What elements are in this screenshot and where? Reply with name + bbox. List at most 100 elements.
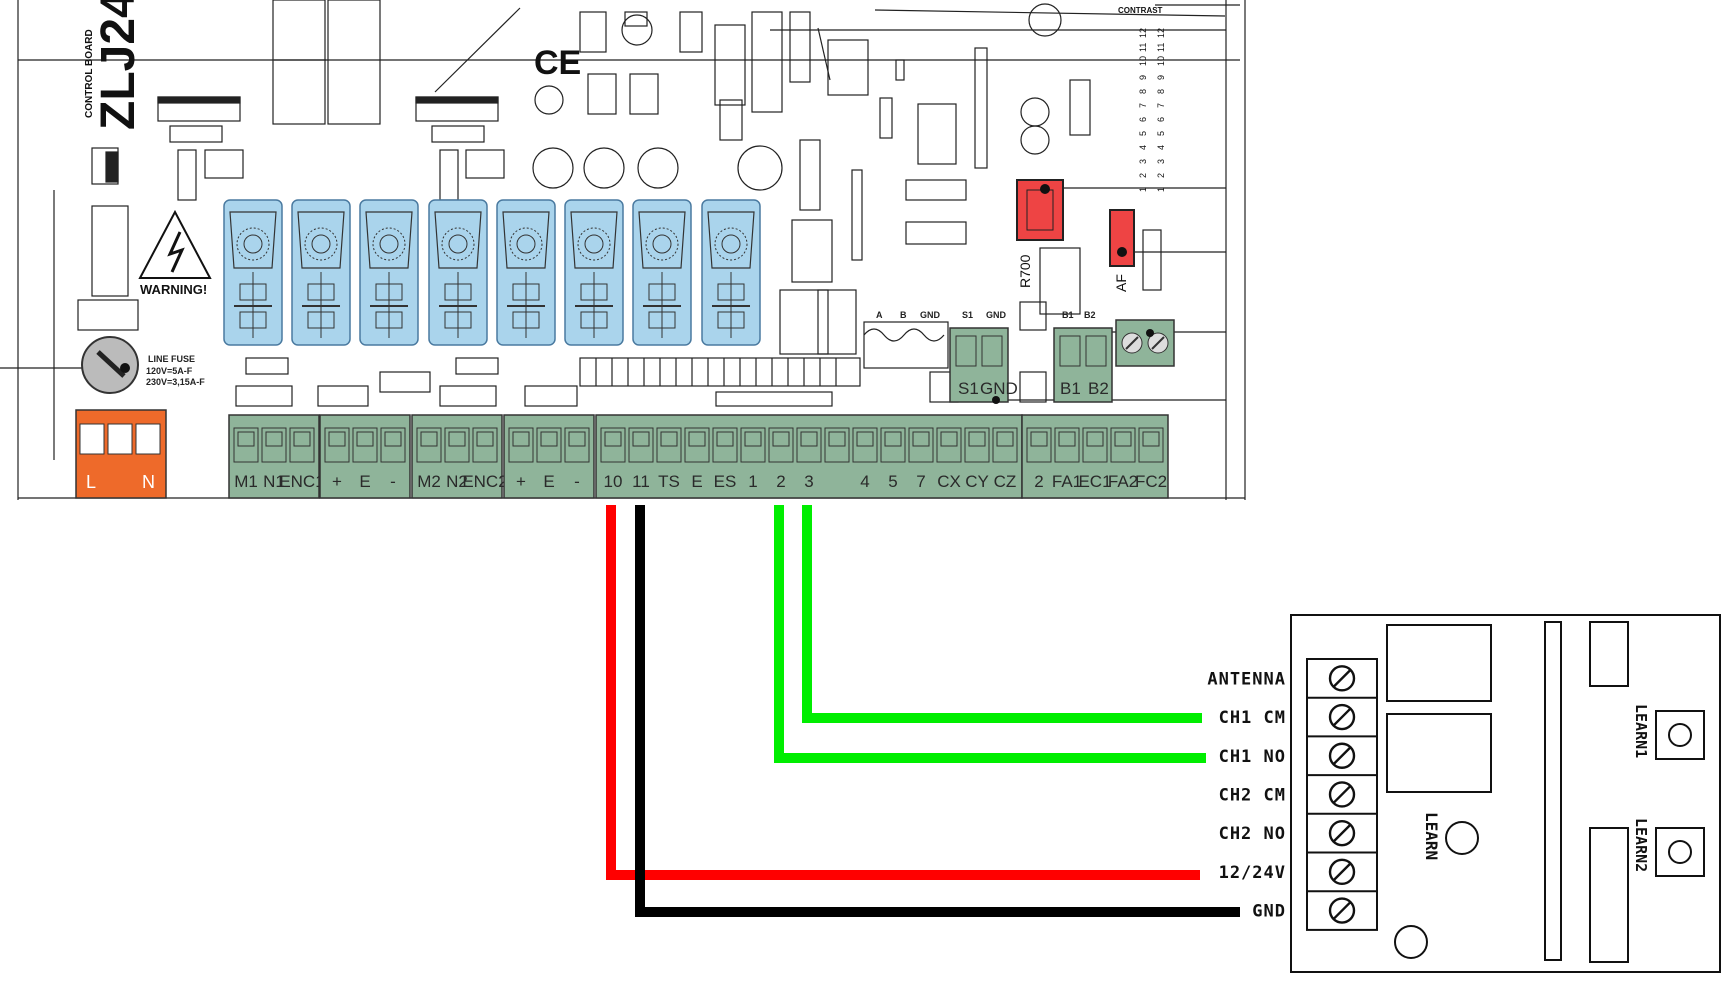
relay	[632, 199, 692, 346]
board-model: ZLJ24	[92, 0, 145, 130]
relay-bank	[223, 199, 761, 346]
contrast-label: CONTRAST	[1118, 6, 1163, 15]
label-b: B	[900, 310, 907, 320]
receiver-terminal-label: ANTENNA	[1207, 669, 1286, 689]
relay	[359, 199, 419, 346]
dip-number: 2	[1156, 173, 1166, 178]
dip-number: 3	[1138, 159, 1148, 164]
relay	[701, 199, 761, 346]
relay	[428, 199, 488, 346]
wire-green-ch1-cm	[802, 505, 1202, 723]
af-connector	[1109, 209, 1135, 267]
dip-number: 10	[1156, 56, 1166, 66]
terminal-label: 5	[888, 472, 897, 491]
dip-number: 8	[1138, 89, 1148, 94]
terminal-block: + E -	[503, 414, 595, 499]
learn2-button[interactable]	[1655, 827, 1705, 877]
terminal-label: M2	[417, 472, 441, 491]
ce-mark: CE	[534, 44, 581, 82]
dip-number: 2	[1138, 173, 1148, 178]
dip-number: 1	[1138, 187, 1148, 192]
relay	[291, 199, 351, 346]
relay	[564, 199, 624, 346]
dip-number: 8	[1156, 89, 1166, 94]
terminal-label: 1	[748, 472, 757, 491]
label-gnd: GND	[920, 310, 941, 320]
dip-number: 5	[1138, 131, 1148, 136]
warning-label: WARNING!	[140, 282, 207, 297]
terminal-b1: B1	[1060, 379, 1081, 398]
label-b1: B1	[1062, 310, 1074, 320]
terminal-label: CY	[965, 472, 989, 491]
terminal-label: +	[332, 472, 342, 491]
fuse-line2: 230V=3,15A-F	[146, 377, 205, 387]
dip-number: 1	[1156, 187, 1166, 192]
label-gnd2: GND	[986, 310, 1007, 320]
receiver-terminal-label: CH2 CM	[1219, 785, 1286, 805]
terminal-label: CZ	[994, 472, 1017, 491]
terminal-label: 4	[860, 472, 869, 491]
dip-number: 11	[1138, 43, 1148, 52]
terminal-label: +	[516, 472, 526, 491]
relay	[496, 199, 556, 346]
dip-number: 4	[1138, 145, 1148, 150]
terminal-label: 2	[776, 472, 785, 491]
power-terminal: L N	[75, 409, 167, 499]
control-board	[0, 0, 1246, 500]
relay	[223, 199, 283, 346]
r700-label: R700	[1017, 254, 1033, 288]
af-label: AF	[1113, 274, 1129, 292]
terminal-label: ES	[714, 472, 737, 491]
dip-number: 11	[1156, 43, 1166, 52]
terminal-label: FA2	[1108, 472, 1138, 491]
dip-number: 5	[1156, 131, 1166, 136]
terminal-l: L	[86, 472, 96, 492]
dip-number: 12	[1156, 28, 1166, 38]
terminal-label: ENC2	[462, 472, 507, 491]
fuse-icon	[81, 336, 139, 394]
b1-b2-terminal: B1 B2	[1053, 327, 1113, 403]
dip-number: 9	[1156, 75, 1166, 80]
terminal-gnd: GND	[980, 379, 1018, 398]
terminal-label: E	[543, 472, 554, 491]
dip-number: 6	[1138, 117, 1148, 122]
dip-number: 10	[1138, 56, 1148, 66]
dip-number: 3	[1156, 159, 1166, 164]
terminal-label: 11	[632, 472, 650, 491]
label-a: A	[876, 310, 883, 320]
receiver-terminal-label: CH2 NO	[1219, 824, 1286, 844]
terminal-block: +E-	[319, 414, 411, 499]
dip-number: 6	[1156, 117, 1166, 122]
learn-label: LEARN	[1422, 812, 1441, 860]
wire-red	[606, 505, 1200, 880]
terminal-label: -	[390, 472, 396, 491]
terminal-label: -	[574, 472, 580, 491]
terminal-label: 10	[604, 472, 623, 491]
warning-icon	[138, 209, 212, 279]
terminal-label: N1	[263, 472, 285, 491]
learn1-button[interactable]	[1655, 710, 1705, 760]
label-b2: B2	[1084, 310, 1096, 320]
terminal-n: N	[142, 472, 155, 492]
dip-number: 4	[1156, 145, 1166, 150]
receiver-terminal-label: CH1 NO	[1219, 747, 1286, 767]
terminal-label: 2	[1034, 472, 1043, 491]
fuse-title: LINE FUSE	[148, 354, 195, 364]
terminal-label: M1	[234, 472, 258, 491]
terminal-b2: B2	[1088, 379, 1109, 398]
dip-number: 7	[1156, 103, 1166, 108]
terminal-label: FA1	[1052, 472, 1082, 491]
dip-number: 9	[1138, 75, 1148, 80]
terminal-label: E	[691, 472, 702, 491]
wire-green-ch1-no	[774, 505, 1206, 763]
receiver-terminal-label: 12/24V	[1219, 863, 1286, 883]
wire-black	[635, 505, 1240, 917]
learn2-label: LEARN2	[1632, 818, 1650, 872]
